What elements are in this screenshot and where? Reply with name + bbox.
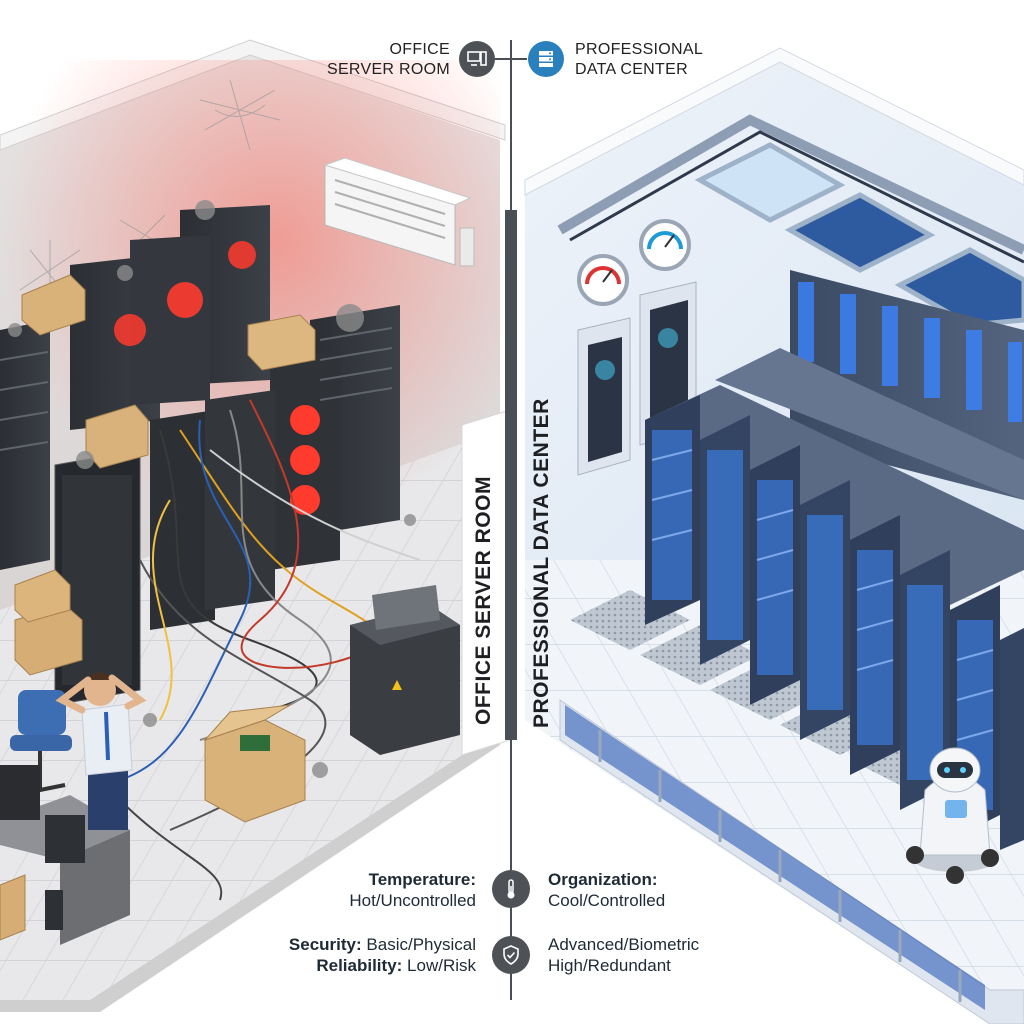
thermometer-icon <box>492 870 530 908</box>
reliability-title: Reliability: <box>316 956 403 975</box>
ups-cabinet <box>350 585 460 755</box>
vertical-label-office: OFFICE SERVER ROOM <box>472 476 495 725</box>
center-divider <box>461 40 527 1000</box>
raised-floor-cutaway <box>565 705 985 1010</box>
security-reliability-left-label: Security: Basic/Physical Reliability: Lo… <box>230 934 476 976</box>
temperature-gauges <box>577 219 691 306</box>
vertical-label-datacenter: PROFESSIONAL DATA CENTER <box>530 398 553 728</box>
professional-data-center-scene <box>524 47 1024 1024</box>
server-stack-icon <box>528 41 564 77</box>
left-header-line1: OFFICE <box>389 41 450 58</box>
dust <box>8 200 416 778</box>
cardboard-boxes <box>0 274 316 941</box>
temperature-left-label: Temperature: Hot/Uncontrolled <box>270 869 476 911</box>
reliability-right-value: High/Redundant <box>548 956 671 975</box>
air-conditioner-unit <box>323 157 475 267</box>
right-header-line1: PROFESSIONAL <box>575 41 704 58</box>
stressed-technician <box>55 672 147 830</box>
reliability-left-value: Low/Risk <box>402 956 476 975</box>
right-header-label: PROFESSIONAL DATA CENTER <box>575 40 735 80</box>
temperature-left-value: Hot/Uncontrolled <box>349 891 476 910</box>
temperature-title: Temperature: <box>368 870 476 889</box>
computer-tower-icon <box>459 41 495 77</box>
cluttered-server-racks <box>0 205 400 706</box>
organization-title: Organization: <box>548 870 658 889</box>
security-title: Security: <box>288 935 362 954</box>
organization-right-label: Organization: Cool/Controlled <box>548 869 748 911</box>
overhead-cable-trays <box>557 114 1024 328</box>
left-header-line2: SERVER ROOM <box>326 61 450 78</box>
security-right-value: Advanced/Biometric <box>548 935 700 954</box>
organization-right-value: Cool/Controlled <box>548 891 666 910</box>
office-server-room-scene <box>0 39 506 1012</box>
right-header-line2: DATA CENTER <box>575 61 688 78</box>
security-left-value: Basic/Physical <box>361 935 476 954</box>
monitoring-robot <box>906 747 999 884</box>
left-header-label: OFFICE SERVER ROOM <box>320 40 450 80</box>
shield-check-icon <box>492 936 530 974</box>
security-reliability-right-label: Advanced/Biometric High/Redundant <box>548 934 748 976</box>
